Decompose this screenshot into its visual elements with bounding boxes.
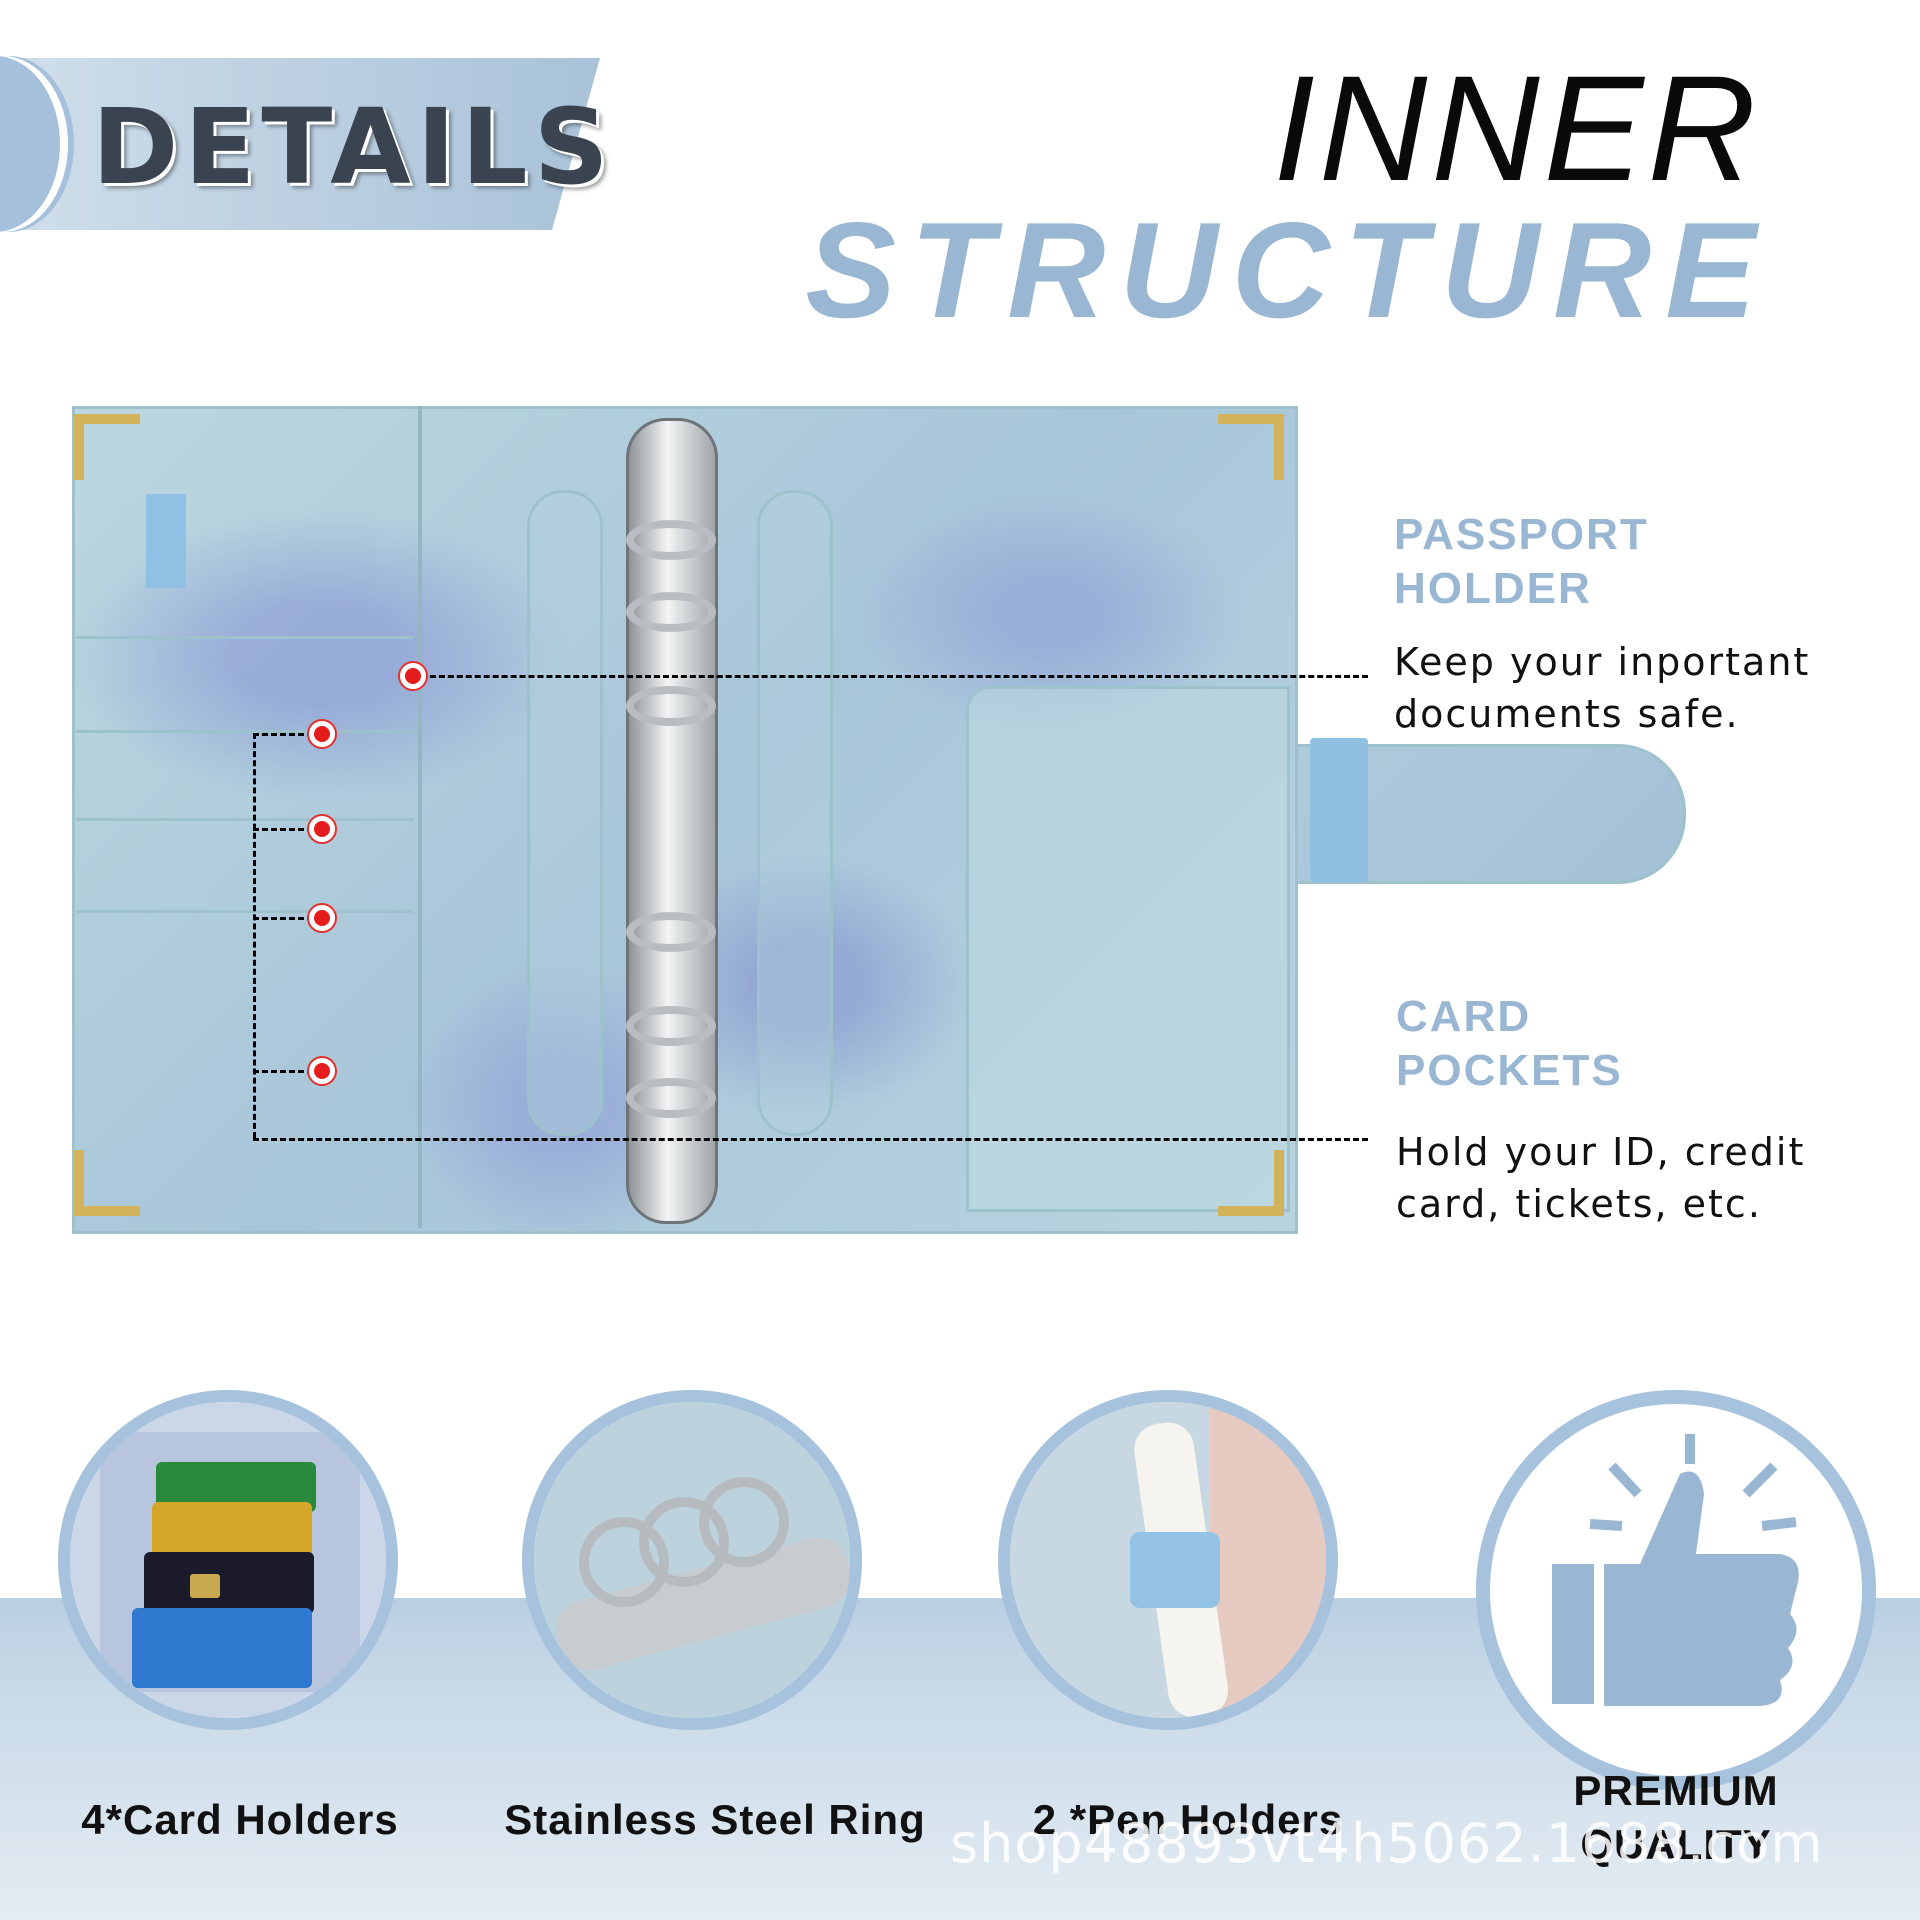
steel-ring-illustration bbox=[534, 1402, 850, 1718]
card-callout-dot bbox=[307, 1056, 337, 1086]
callout-title-line: POCKETS bbox=[1396, 1046, 1623, 1095]
thumbs-up-icon bbox=[1552, 1434, 1799, 1706]
binder-ring bbox=[626, 912, 716, 952]
passport-pocket bbox=[966, 686, 1290, 1212]
card-callout-branch bbox=[253, 1070, 313, 1073]
binder-ring bbox=[626, 686, 716, 726]
metal-corner bbox=[74, 1150, 140, 1216]
card-holders-illustration bbox=[70, 1402, 386, 1718]
feature-label-premium-quality: PREMIUM QUALITY bbox=[1476, 1764, 1876, 1872]
callout-desc-line: documents safe. bbox=[1394, 692, 1740, 736]
left-panel-seam bbox=[418, 406, 422, 1228]
metal-corner bbox=[74, 414, 140, 480]
card-pocket bbox=[76, 910, 414, 913]
feature-label-pen-holders: 2 *Pen Holders bbox=[1032, 1796, 1344, 1843]
card-callout-title: CARD POCKETS bbox=[1396, 990, 1623, 1098]
callout-desc-line: card, tickets, etc. bbox=[1396, 1182, 1762, 1226]
pen-slot-right bbox=[757, 490, 833, 1136]
binder-ring bbox=[626, 1006, 716, 1046]
card-callout-dot bbox=[307, 814, 337, 844]
pen-holder-photo bbox=[998, 1390, 1338, 1730]
metal-corner bbox=[1218, 414, 1284, 480]
passport-callout-line bbox=[412, 675, 1368, 678]
card-callout-vertical-line bbox=[253, 733, 256, 1138]
steel-ring-photo bbox=[522, 1390, 862, 1730]
card-pocket bbox=[76, 730, 414, 733]
card-callout-dot bbox=[307, 719, 337, 749]
card-callout-branch bbox=[253, 733, 313, 736]
binder-ring bbox=[626, 520, 716, 560]
callout-desc-line: Hold your ID, credit bbox=[1396, 1130, 1806, 1174]
premium-quality-badge bbox=[1476, 1390, 1876, 1790]
pen-elastic-loop bbox=[146, 494, 186, 588]
metal-corner bbox=[1218, 1150, 1284, 1216]
pen-holder-illustration bbox=[1010, 1402, 1326, 1718]
feature-label-card-holders: 4*Card Holders bbox=[81, 1796, 399, 1843]
heading-structure: STRUCTURE bbox=[805, 194, 1770, 346]
shop-watermark: shop48893vt4h5062.1688.com bbox=[950, 1812, 1824, 1875]
premium-label-line: PREMIUM bbox=[1573, 1767, 1779, 1814]
card-holders-photo bbox=[58, 1390, 398, 1730]
binder-ring bbox=[626, 592, 716, 632]
card-pocket bbox=[76, 818, 414, 821]
callout-desc-line: Keep your inportant bbox=[1394, 640, 1811, 684]
card-callout-line bbox=[253, 1138, 1368, 1141]
feature-label-steel-ring: Stainless Steel Ring bbox=[504, 1796, 926, 1843]
callout-title-line: PASSPORT bbox=[1394, 510, 1649, 559]
quality-label-line: QUALITY bbox=[1580, 1821, 1772, 1868]
callout-title-line: HOLDER bbox=[1394, 564, 1592, 613]
card-pocket bbox=[76, 636, 414, 639]
pen-slot-left bbox=[527, 490, 603, 1136]
passport-callout-title: PASSPORT HOLDER bbox=[1394, 508, 1649, 616]
passport-callout-description: Keep your inportant documents safe. bbox=[1394, 636, 1810, 740]
card-callout-dot bbox=[307, 903, 337, 933]
details-banner bbox=[0, 58, 600, 230]
heading-inner: INNER bbox=[1273, 44, 1760, 212]
passport-callout-dot bbox=[398, 661, 428, 691]
card-callout-branch bbox=[253, 917, 313, 920]
callout-title-line: CARD bbox=[1396, 992, 1532, 1041]
strap-elastic-band bbox=[1310, 738, 1368, 882]
binder-ring bbox=[626, 1078, 716, 1118]
card-callout-description: Hold your ID, credit card, tickets, etc. bbox=[1396, 1126, 1805, 1230]
card-callout-branch bbox=[253, 828, 313, 831]
banner-title: DETAILS bbox=[92, 86, 615, 208]
